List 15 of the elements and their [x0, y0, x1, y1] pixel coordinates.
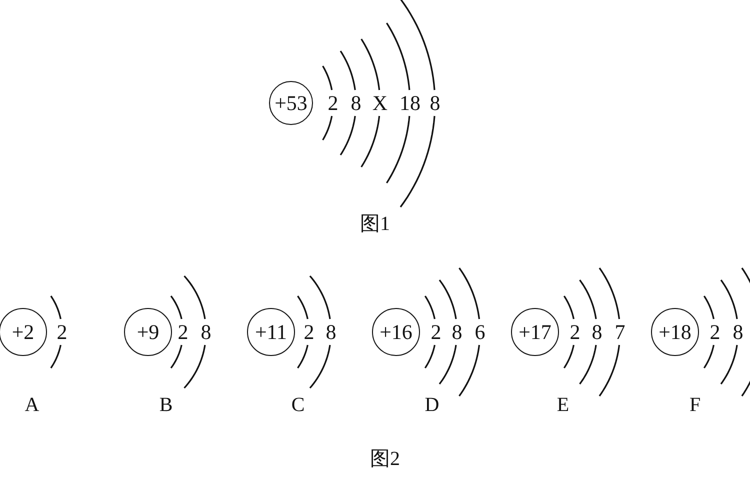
- figure-caption: 图2: [370, 447, 400, 471]
- figure-caption: 图1: [360, 212, 390, 236]
- nucleus-circle: +53: [269, 81, 313, 125]
- option-letter: B: [159, 393, 173, 417]
- nucleus-circle: +16: [372, 308, 420, 356]
- option-letter: A: [24, 393, 40, 417]
- nucleus-circle: +17: [511, 308, 559, 356]
- option-letter: C: [291, 393, 305, 417]
- nucleus-circle: +9: [124, 308, 172, 356]
- option-letter: E: [556, 393, 570, 417]
- option-letter: D: [424, 393, 440, 417]
- nucleus-circle: +11: [247, 308, 295, 356]
- option-letter: F: [689, 393, 701, 417]
- nucleus-circle: +18: [651, 308, 699, 356]
- nucleus-circle: +2: [0, 308, 47, 356]
